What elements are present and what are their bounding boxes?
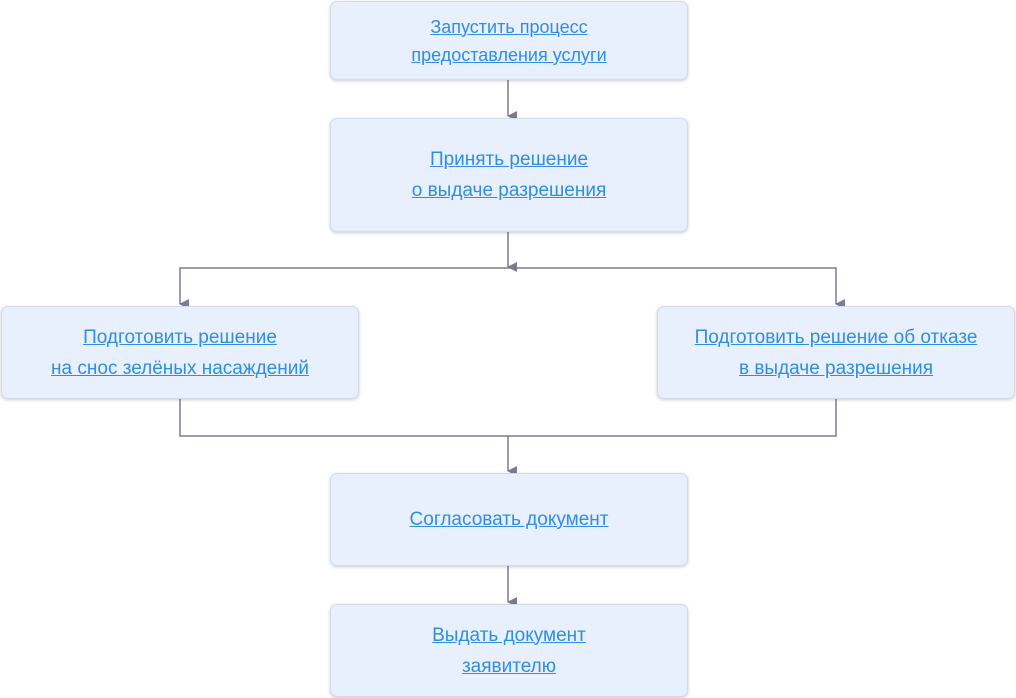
prepare-removal-link-line-2[interactable]: на снос зелёных насаждений <box>51 357 309 379</box>
step-start-process: Запустить процесс предоставления услуги <box>330 1 688 80</box>
decide-permit-link-line-2[interactable]: о выдаче разрешения <box>411 180 607 201</box>
prepare-refusal-link-line-1[interactable]: Подготовить решение об отказе <box>694 326 978 348</box>
step-prepare-refusal-decision: Подготовить решение об отказе в выдаче р… <box>657 306 1015 399</box>
step-decide-permit: Принять решение о выдаче разрешения <box>330 118 688 232</box>
issue-document-link-line-1[interactable]: Выдать документ <box>432 624 586 646</box>
prepare-removal-link-line-1[interactable]: Подготовить решение <box>83 326 277 348</box>
start-process-link-line-2[interactable]: предоставления услуги <box>411 44 607 65</box>
edge-prepare-removal-to-merge <box>179 399 508 437</box>
step-issue-document: Выдать документ заявителю <box>330 604 688 697</box>
start-process-link-line-1[interactable]: Запустить процесс <box>430 16 588 37</box>
edge-prepare-refusal-to-merge <box>508 399 837 437</box>
edge-decide-to-prepare-removal <box>179 267 508 309</box>
prepare-refusal-link-line-2[interactable]: в выдаче разрешения <box>738 357 934 379</box>
issue-document-link-line-2[interactable]: заявителю <box>461 655 557 677</box>
decide-permit-link-line-1[interactable]: Принять решение <box>429 149 589 170</box>
step-approve-document: Согласовать документ <box>330 473 688 566</box>
edge-decide-to-prepare-refusal <box>508 267 845 309</box>
approve-document-link[interactable]: Согласовать документ <box>409 509 609 530</box>
step-prepare-removal-decision: Подготовить решение на снос зелёных наса… <box>1 306 359 399</box>
